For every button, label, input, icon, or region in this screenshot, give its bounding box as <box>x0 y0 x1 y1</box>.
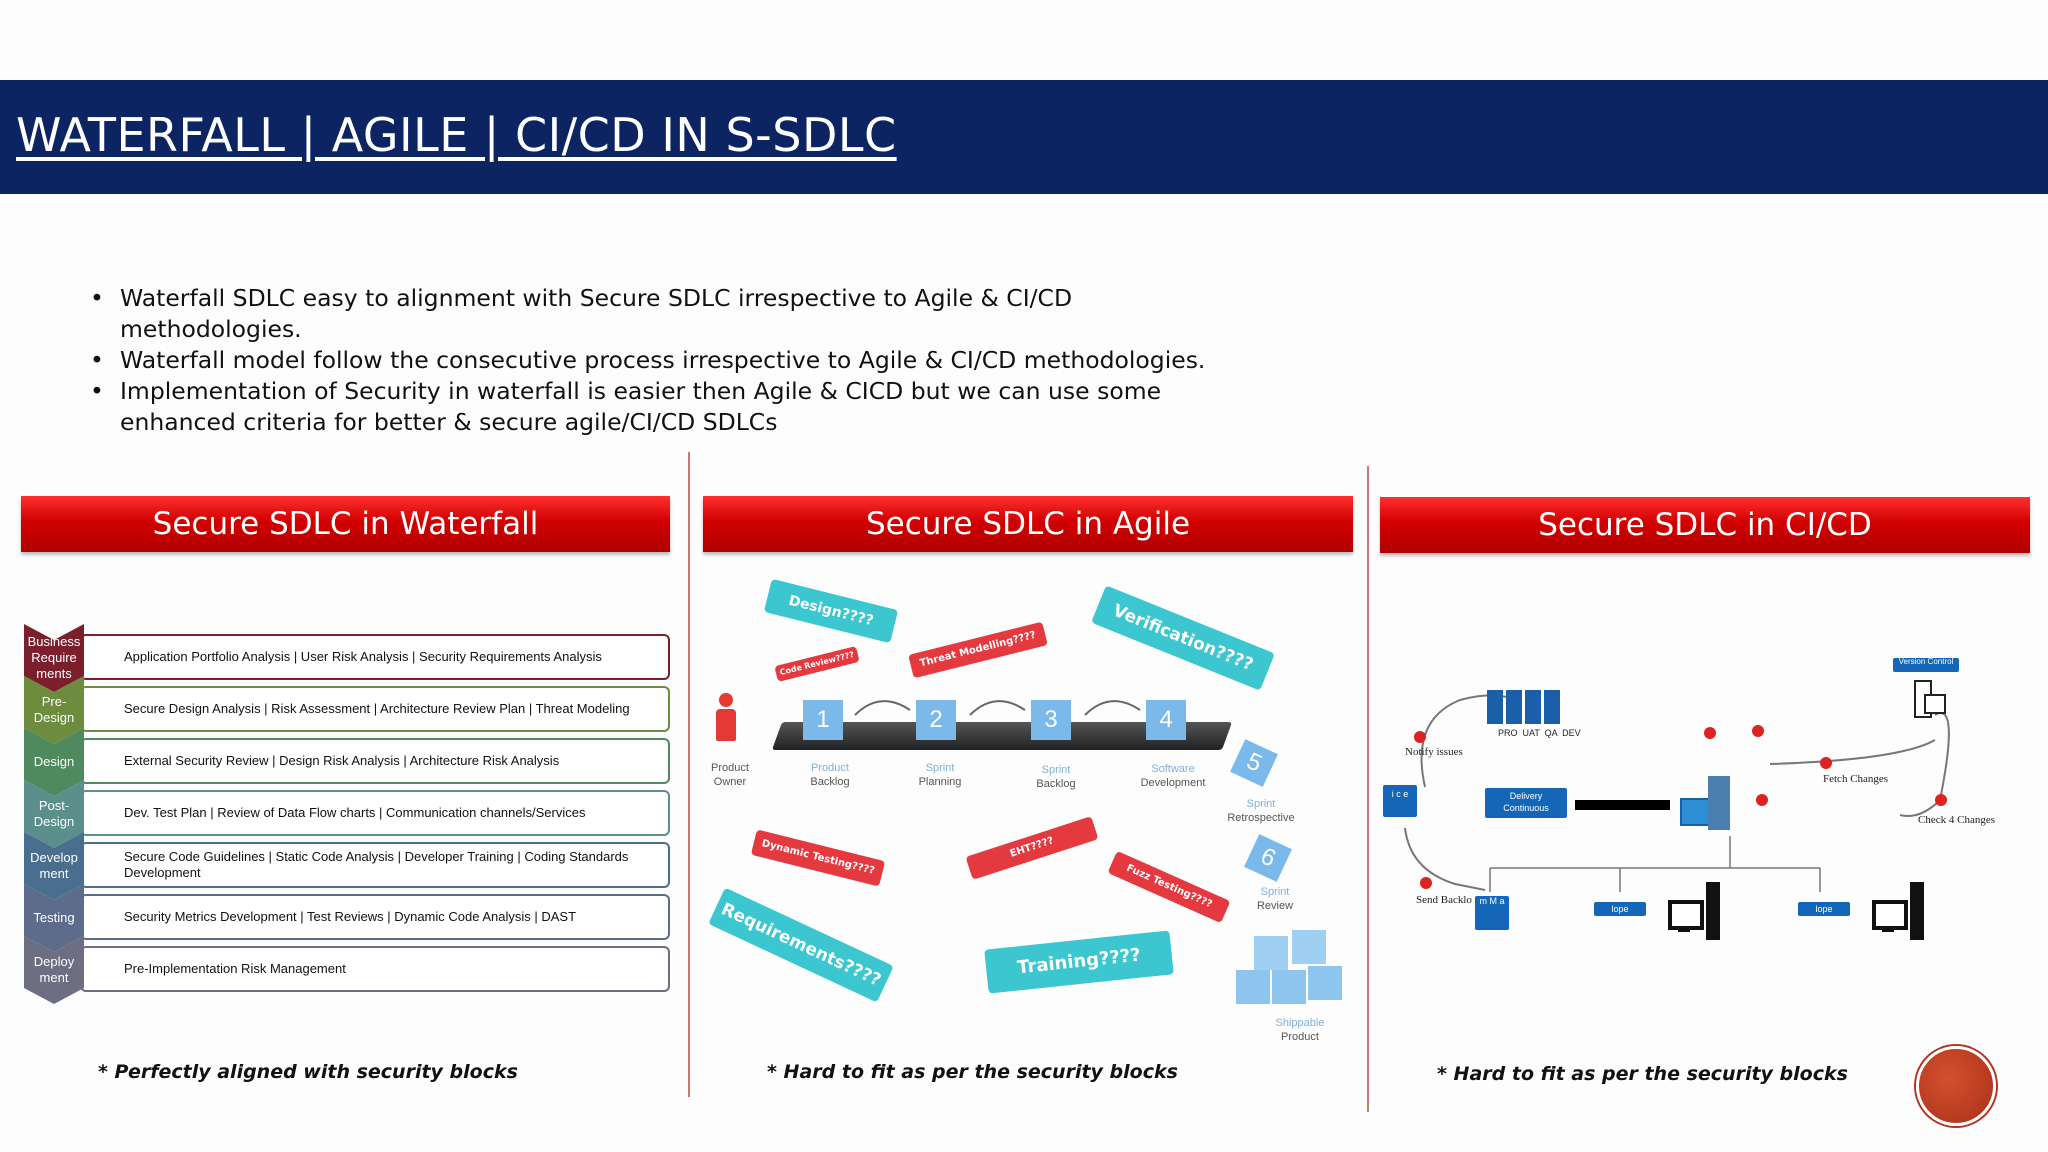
sticker-dynamic-testing: Dynamic Testing???? <box>750 829 886 887</box>
step-marker <box>1414 731 1426 743</box>
waterfall-activity-row: External Security Review | Design Risk A… <box>80 738 670 784</box>
fetch-changes-label: Fetch Changes <box>1823 773 1889 785</box>
waterfall-activity-row: Dev. Test Plan | Review of Data Flow cha… <box>80 790 670 836</box>
step-marker <box>1935 794 1947 806</box>
waterfall-activity-text: Dev. Test Plan | Review of Data Flow cha… <box>124 805 586 820</box>
computer-icon-1 <box>1668 882 1720 940</box>
lope-box-1: lope <box>1594 902 1646 916</box>
waterfall-phase-chevron <box>24 936 84 1004</box>
product-owner-body-icon <box>716 709 736 741</box>
cube-3: 3 <box>1031 700 1071 740</box>
waterfall-phase-label: Design <box>33 754 75 769</box>
step-marker <box>1752 725 1764 737</box>
waterfall-phase-label: Testing <box>33 910 75 925</box>
side-box: i c e <box>1383 785 1417 817</box>
waterfall-footnote: * Perfectly aligned with security blocks <box>98 1061 518 1083</box>
cube-2: 2 <box>916 700 956 740</box>
sticker-code-review: Code Review???? <box>774 646 860 682</box>
cube-4: 4 <box>1146 700 1186 740</box>
sticker-training: Training???? <box>984 930 1174 994</box>
column-divider <box>1367 466 1369 1112</box>
cube-6: 6 <box>1244 834 1292 882</box>
waterfall-phase-label: Pre-Design <box>33 694 75 725</box>
send-backlog-label: Send Backlo <box>1416 894 1472 906</box>
title-banner <box>0 80 2048 194</box>
waterfall-header: Secure SDLC in Waterfall <box>21 496 670 552</box>
cicd-footnote: * Hard to fit as per the security blocks <box>1437 1063 1848 1085</box>
computer-icon-2 <box>1872 882 1924 940</box>
cicd-connectors <box>1404 694 1950 892</box>
waterfall-phase-chevron <box>24 624 84 692</box>
step-marker <box>1756 794 1768 806</box>
sticker-verification: Verification???? <box>1091 585 1275 691</box>
waterfall-phase-chevron <box>24 780 84 848</box>
sprint-arrows <box>854 700 1141 716</box>
cicd-header: Secure SDLC in CI/CD <box>1380 497 2030 553</box>
agile-header: Secure SDLC in Agile <box>703 496 1353 552</box>
shippable-cubes-icon <box>1236 930 1352 1005</box>
logo-seal <box>1916 1046 1996 1126</box>
workstation-icon <box>1914 680 1946 720</box>
waterfall-activity-row: Secure Code Guidelines | Static Code Ana… <box>80 842 670 888</box>
waterfall-activity-text: Secure Code Guidelines | Static Code Ana… <box>124 849 629 880</box>
bullet-list: Waterfall SDLC easy to alignment with Se… <box>90 283 1210 438</box>
bullet-item: Waterfall model follow the consecutive p… <box>90 345 1210 376</box>
cube-1: 1 <box>803 700 843 740</box>
slide-title: WATERFALL | AGILE | CI/CD IN S-SDLC <box>16 108 897 162</box>
step-marker <box>1820 757 1832 769</box>
lope-box-2: lope <box>1798 902 1850 916</box>
sticker-requirements: Requirements???? <box>708 887 894 1003</box>
waterfall-phase-label: Post-Design <box>33 798 75 829</box>
cube-5: 5 <box>1230 739 1278 787</box>
version-control-box: Version Control <box>1893 658 1959 672</box>
waterfall-phase-chevron <box>24 832 84 900</box>
sticker-fuzz-testing: Fuzz Testing???? <box>1107 850 1231 924</box>
waterfall-activity-row: Security Metrics Development | Test Revi… <box>80 894 670 940</box>
step-marker <box>1420 877 1432 889</box>
check-changes-label: Check 4 Changes <box>1918 814 1995 826</box>
sticker-eht: EHT???? <box>965 816 1099 880</box>
bullet-item: Waterfall SDLC easy to alignment with Se… <box>90 283 1210 345</box>
waterfall-phase-chevron <box>24 676 84 744</box>
agile-footnote: * Hard to fit as per the security blocks <box>767 1061 1178 1083</box>
column-divider <box>688 452 690 1097</box>
waterfall-activity-row: Secure Design Analysis | Risk Assessment… <box>80 686 670 732</box>
waterfall-phase-chevron <box>24 884 84 952</box>
waterfall-activity-text: Security Metrics Development | Test Revi… <box>124 909 577 924</box>
sticker-threat-modelling: Threat Modelling???? <box>908 621 1048 679</box>
sticker-design: Design???? <box>763 578 899 644</box>
product-owner-icon <box>719 693 733 707</box>
waterfall-activity-text: Secure Design Analysis | Risk Assessment… <box>124 701 630 716</box>
bullet-item: Implementation of Security in waterfall … <box>90 376 1210 438</box>
waterfall-activity-row: Application Portfolio Analysis | User Ri… <box>80 634 670 680</box>
env-labels: PRO UAT QA DEV <box>1498 728 1581 738</box>
server-rack-icon <box>1487 690 1561 724</box>
step-marker <box>1704 727 1716 739</box>
waterfall-activity-text: Pre-Implementation Risk Management <box>124 961 346 976</box>
waterfall-activity-text: Application Portfolio Analysis | User Ri… <box>124 649 602 664</box>
build-server-icon <box>1680 776 1732 830</box>
waterfall-phase-chevron <box>24 728 84 796</box>
notify-issues-label: Notify issues <box>1405 746 1463 758</box>
waterfall-activity-row: Pre-Implementation Risk Management <box>80 946 670 992</box>
waterfall-activity-text: External Security Review | Design Risk A… <box>124 753 560 768</box>
mma-box: m M a <box>1475 896 1509 930</box>
